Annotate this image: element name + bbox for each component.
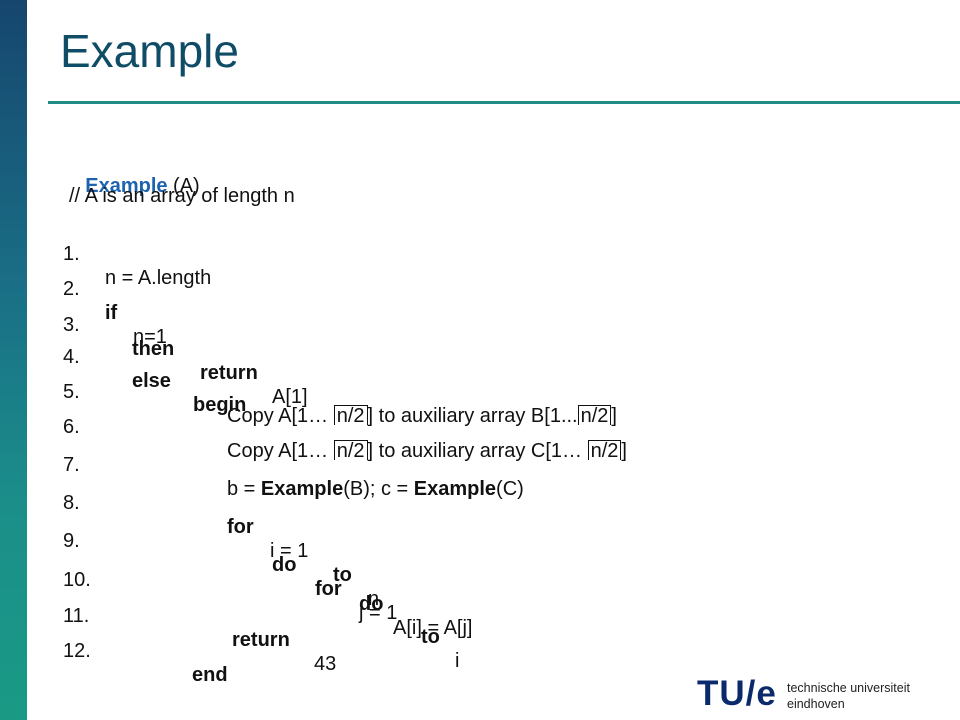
code-line-2: 2. if n=1 [63, 253, 167, 373]
line-number: 7. [63, 454, 80, 476]
keyword-then: then [132, 338, 175, 360]
ceiling-expression: n/2 [333, 439, 368, 463]
text-part: ] [621, 440, 627, 462]
ceiling-value: n/2 [336, 405, 365, 427]
text-part: ] to auxiliary array B[1... [367, 405, 578, 427]
code-line-10: 10. do A[i] = A[j] [63, 544, 472, 664]
sidebar-gradient [0, 0, 27, 720]
code-line-6: 6. Copy A[1… n/2] to auxiliary array C[1… [63, 391, 627, 487]
keyword-else: else [132, 370, 171, 392]
line-text: n [368, 588, 380, 610]
line-text: Copy A[1… n/2] to auxiliary array C[1… n… [227, 439, 627, 463]
line-number: 10. [63, 569, 91, 591]
text-part: b = [227, 478, 261, 500]
text-part: (B); c = [343, 478, 414, 500]
code-line-1: 1. n = A.length [63, 218, 211, 314]
line-number: 2. [63, 278, 80, 300]
line-number: 3. [63, 314, 80, 336]
line-number: 5. [63, 381, 80, 403]
tue-logo: TU/e [697, 674, 777, 713]
line-text: b = Example(B); c = Example(C) [227, 477, 524, 501]
function-args: (A) [167, 175, 200, 197]
keyword-begin: begin [193, 394, 247, 416]
keyword-for: for [227, 516, 254, 538]
code-line-5: 5. Copy A[1… n/2] to auxiliary array B[1… [63, 356, 617, 452]
keyword-do: do [272, 554, 297, 576]
keyword-do: do [359, 593, 384, 615]
line-text: n=1 [133, 326, 167, 348]
code-line-3: 3. then return A[1] [63, 289, 308, 433]
code-line-7: 7. b = Example(B); c = Example(C) [63, 429, 524, 525]
text-part: Copy A[1… [227, 405, 334, 427]
code-line-12: 12. end [63, 615, 228, 711]
function-call: Example [413, 478, 497, 500]
keyword-to: to [421, 626, 440, 648]
logo-text: technische universiteit eindhoven [787, 681, 910, 711]
keyword-return: return [232, 629, 290, 651]
function-call: Example [260, 478, 344, 500]
line-text: i = 1 [270, 540, 309, 562]
line-text: i [455, 650, 460, 672]
line-text: 43 [314, 653, 337, 675]
line-number: 1. [63, 243, 80, 265]
text-part: ] to auxiliary array C[1… [367, 440, 588, 462]
ceiling-value: n/2 [336, 440, 365, 462]
keyword-if: if [105, 302, 118, 324]
line-text: A[1] [272, 386, 308, 408]
function-name: Example [85, 175, 168, 197]
keyword-return: return [200, 362, 258, 384]
line-text: Copy A[1… n/2] to auxiliary array B[1...… [227, 404, 617, 428]
code-comment: // A is an array of length n [69, 185, 295, 207]
text-part: ] [611, 405, 617, 427]
line-text: n = A.length [105, 267, 212, 289]
line-text: A[i] = A[j] [393, 617, 473, 639]
line-number: 12. [63, 640, 91, 662]
keyword-for: for [315, 578, 342, 600]
line-number: 9. [63, 530, 80, 552]
slide-title: Example [60, 25, 239, 77]
ceiling-expression: n/2 [333, 404, 368, 428]
line-number: 4. [63, 346, 80, 368]
title-divider [48, 101, 960, 104]
line-text: j = 1 [359, 602, 398, 624]
ceiling-value: n/2 [580, 405, 609, 427]
code-line-11: 11. return 43 [63, 580, 336, 700]
ceiling-expression: n/2 [587, 439, 622, 463]
line-number: 6. [63, 416, 80, 438]
keyword-to: to [333, 564, 352, 586]
code-line-9: 9. do for j = 1 to i [63, 505, 459, 697]
text-part: Copy A[1… [227, 440, 334, 462]
ceiling-value: n/2 [590, 440, 619, 462]
code-header: Example (A) [63, 150, 200, 222]
text-part: (C) [496, 478, 524, 500]
code-line-4: 4. else begin [63, 321, 246, 441]
keyword-end: end [192, 664, 228, 686]
ceiling-expression: n/2 [577, 404, 612, 428]
line-number: 11. [63, 605, 90, 627]
line-number: 8. [63, 492, 80, 514]
code-line-8: 8. for i = 1 to n [63, 467, 379, 635]
